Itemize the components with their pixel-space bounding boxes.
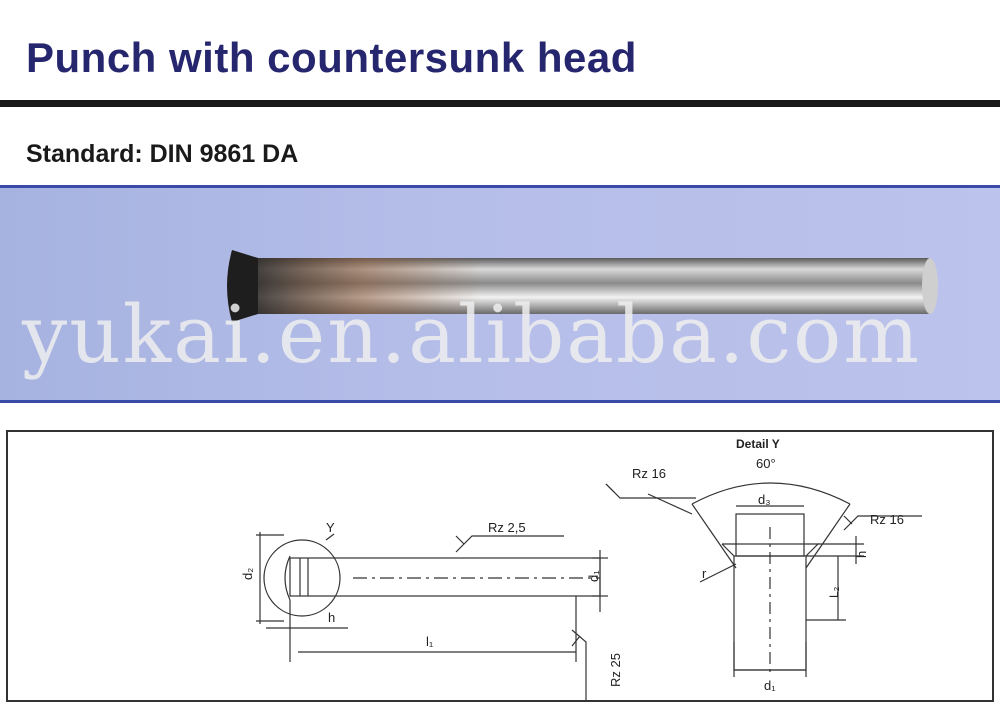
label-rz-2-5: Rz 2,5 xyxy=(488,520,526,535)
standard-label: Standard: DIN 9861 DA xyxy=(26,140,299,168)
angle-arc xyxy=(691,482,851,505)
label-l1: l₁ xyxy=(426,634,434,649)
label-d3: d₃ xyxy=(758,492,771,507)
punch-photo-image xyxy=(227,250,938,322)
label-detail-y: Detail Y xyxy=(736,437,780,451)
product-photo: yukai.en.alibaba.com xyxy=(0,185,1000,403)
label-rz-25: Rz 25 xyxy=(608,653,623,687)
label-r: r xyxy=(702,566,707,581)
label-h-right: h xyxy=(854,551,869,558)
page-title: Punch with countersunk head xyxy=(26,34,637,81)
label-h: h xyxy=(328,610,335,625)
label-d2: d₂ xyxy=(240,568,255,580)
title-divider xyxy=(0,100,1000,107)
label-rz16-right: Rz 16 xyxy=(870,512,904,527)
shaft-outline xyxy=(289,557,601,597)
label-rz16-left: Rz 16 xyxy=(632,466,666,481)
head-outline xyxy=(284,555,291,601)
label-l2: L₂ xyxy=(827,586,841,598)
technical-drawing: d₂ Y h l₁ d₁ Rz 2,5 Rz 25 Detail Y 60° R… xyxy=(6,430,994,702)
label-angle: 60° xyxy=(756,456,776,471)
label-y: Y xyxy=(326,520,335,535)
label-d1-right: d₁ xyxy=(764,678,776,693)
drawing-canvas: d₂ Y h l₁ d₁ Rz 2,5 Rz 25 Detail Y 60° R… xyxy=(240,437,922,700)
detail-y-circle xyxy=(263,539,341,617)
label-d1: d₁ xyxy=(586,570,601,582)
watermark-text: yukai.en.alibaba.com xyxy=(22,288,922,381)
